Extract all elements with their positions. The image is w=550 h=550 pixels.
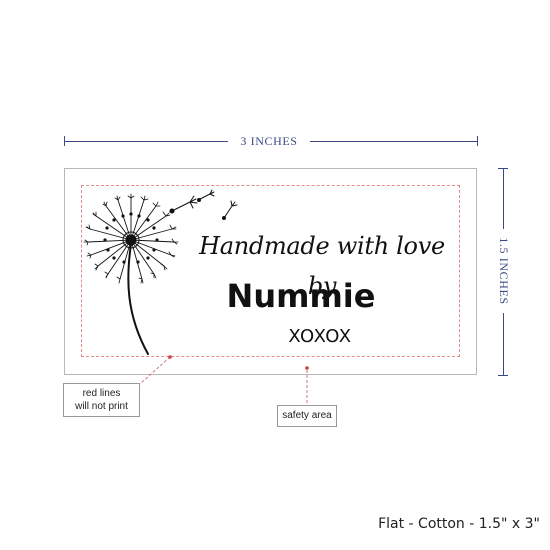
- width-dimension-label: 3 INCHES: [228, 134, 310, 149]
- dandelion-icon: [83, 193, 179, 355]
- width-dimension-tick-right: [477, 136, 478, 146]
- label-tagline: Handmade with love by: [199, 232, 445, 300]
- label-preview: [64, 168, 477, 375]
- width-dimension-tick-left: [64, 136, 65, 146]
- red-lines-callout-line1: red lines: [82, 388, 121, 399]
- red-lines-callout-line2: will not print: [75, 401, 128, 412]
- height-dimension-tick-top: [498, 168, 508, 169]
- label-name: Nummie: [226, 277, 376, 315]
- safety-area-callout: safety area: [277, 405, 337, 427]
- safety-area-outline: [81, 185, 460, 357]
- red-lines-callout: red lines will not print: [63, 383, 140, 417]
- flying-seeds-icon: [169, 189, 238, 220]
- height-dimension-tick-bottom: [498, 375, 508, 376]
- product-description: Flat - Cotton - 1.5" x 3": [378, 516, 540, 532]
- height-dimension-label: 1.5 INCHES: [496, 229, 512, 313]
- label-signoff: XOXOX: [288, 326, 352, 347]
